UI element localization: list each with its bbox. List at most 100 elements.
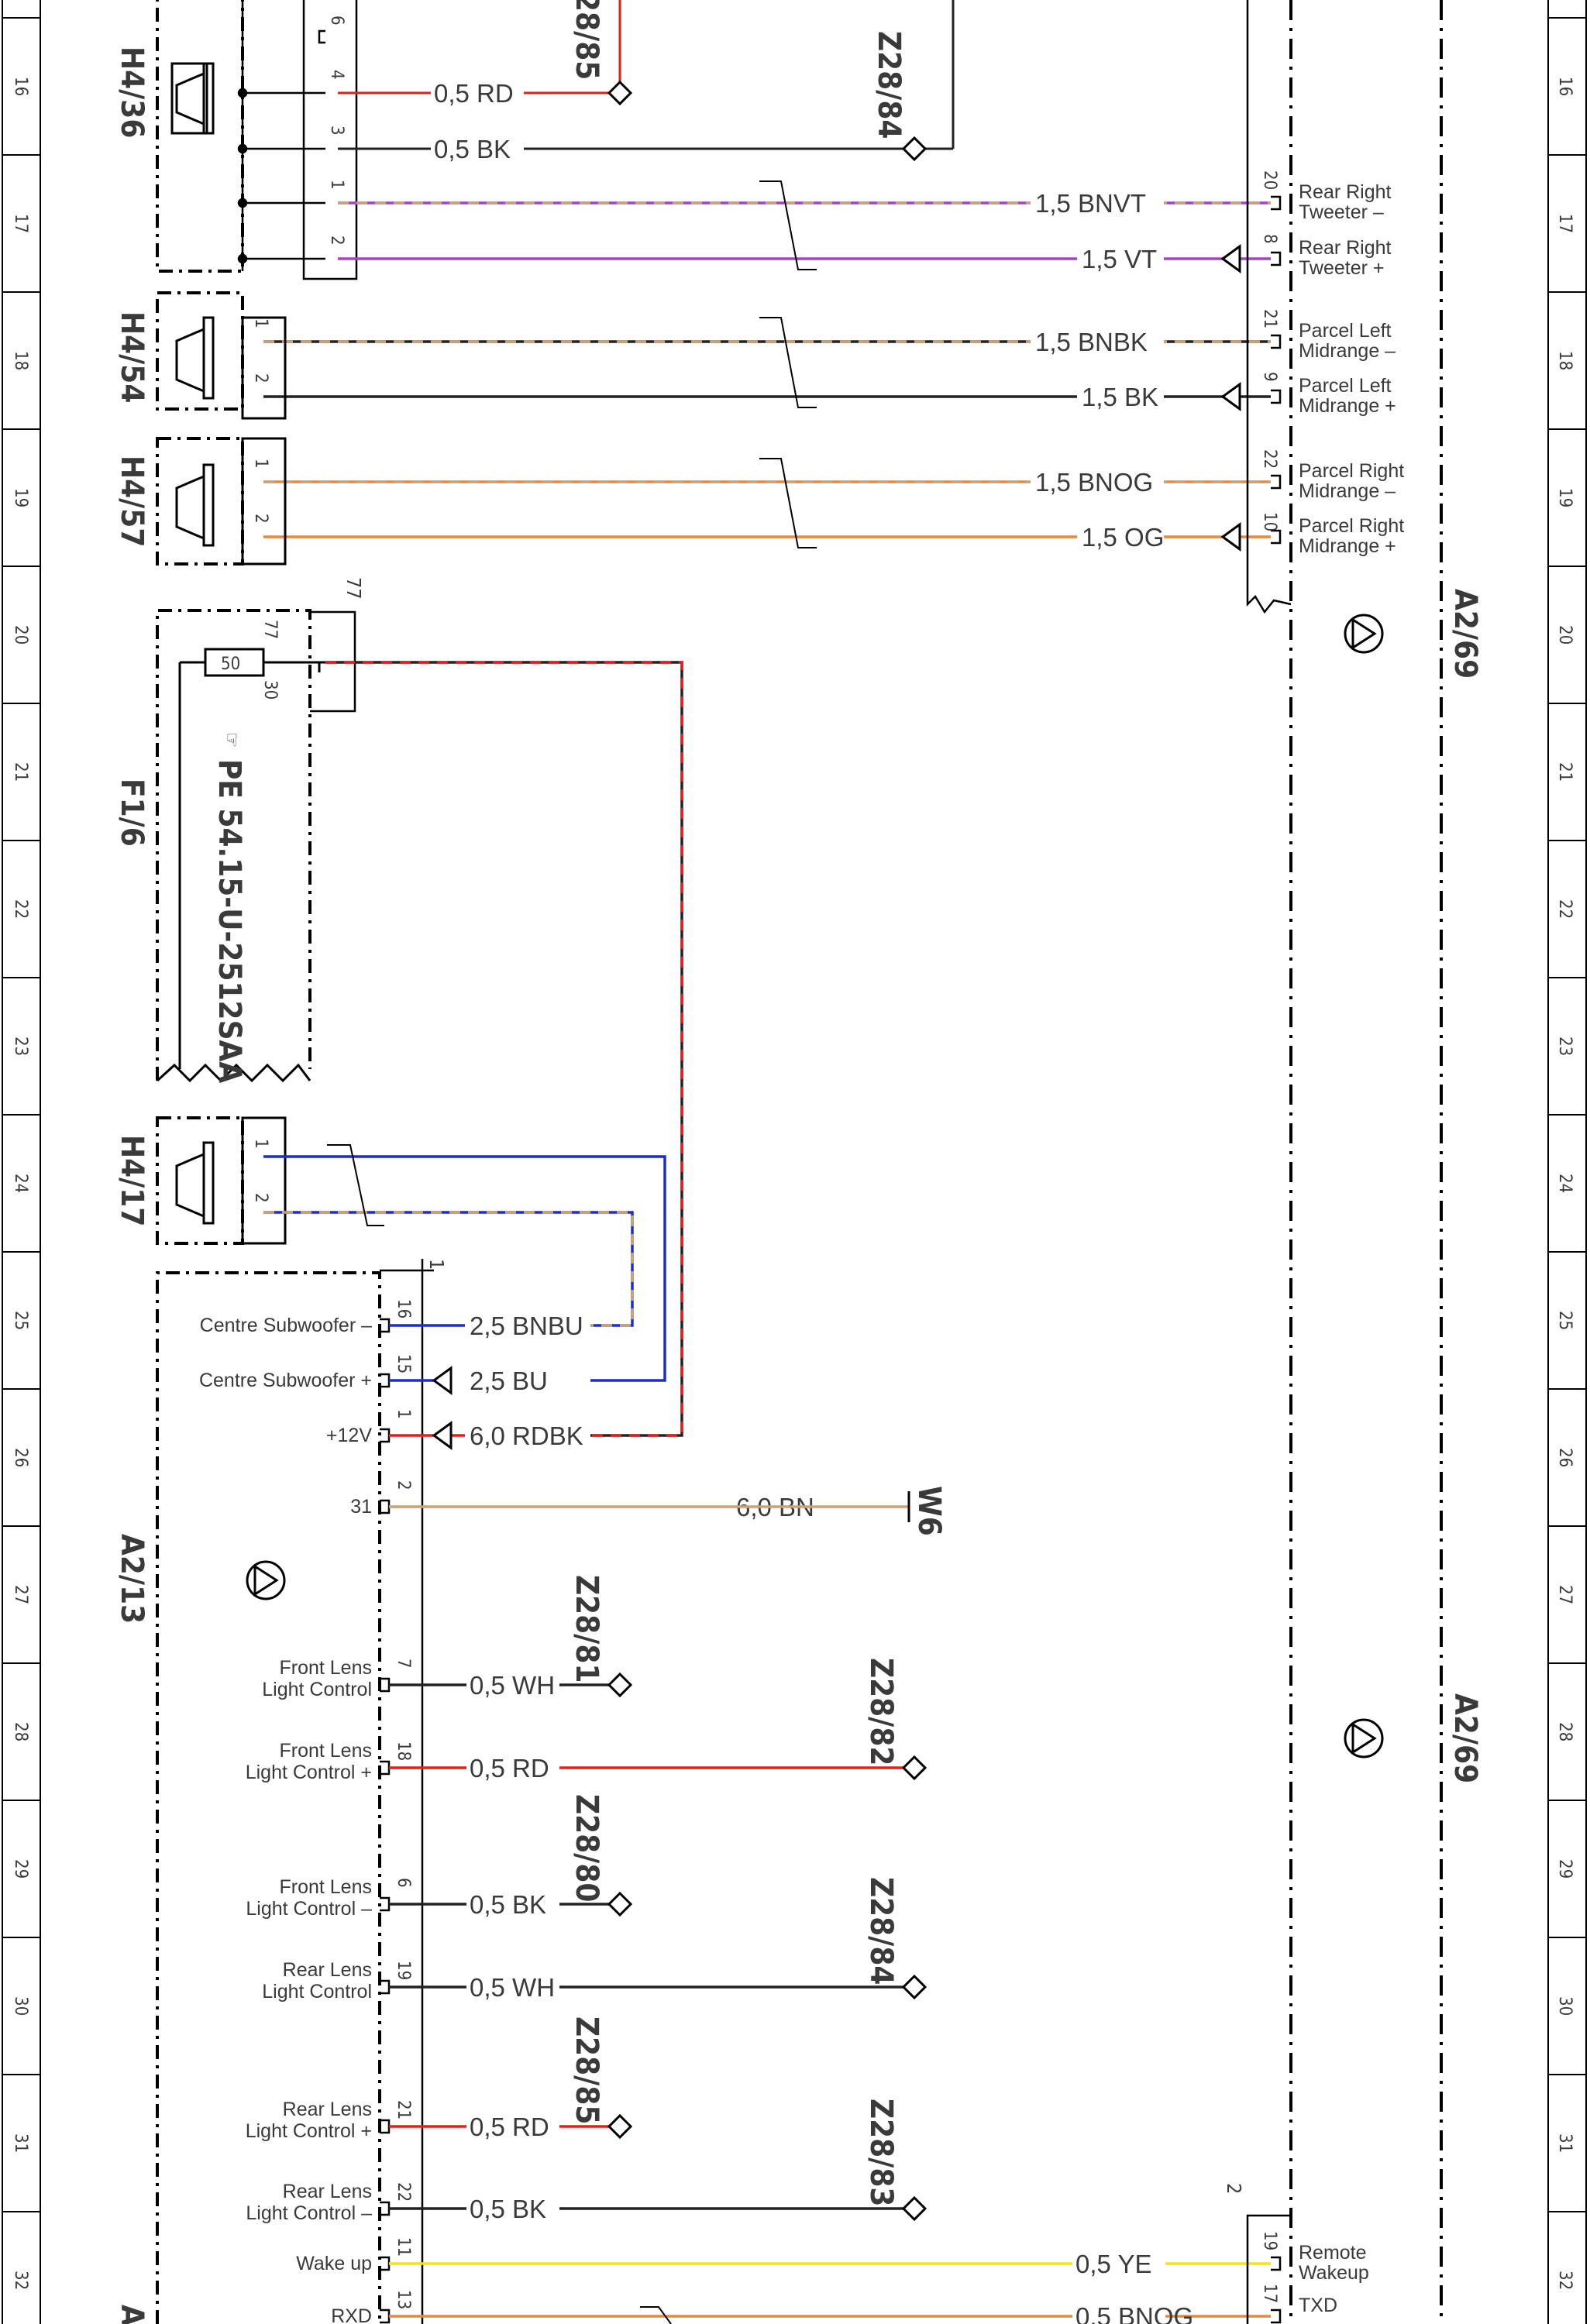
bottom-pin-label: RXD: [331, 2305, 372, 2324]
lens-pin-label-2: Light Control –: [246, 1898, 372, 1920]
amp-pin-stub: [1271, 2256, 1282, 2271]
lens-pin-label-1: Rear Lens: [283, 2181, 372, 2202]
input-arrow-icon: [1220, 244, 1241, 273]
a2-13-pin-number: 1: [394, 1409, 413, 1419]
wire-label-0-5-bk-top: 0,5 BK: [434, 135, 511, 163]
lens-pin-number: 6: [394, 1878, 413, 1888]
wire-2-5-bnbu: [263, 1211, 634, 1327]
grid-label-right: 18: [1555, 351, 1575, 370]
wire-label-bg: [466, 1968, 559, 2001]
amp-pin-stub: [1271, 334, 1282, 349]
bottom-pin-number: 13: [394, 2290, 413, 2309]
grid-label-right: 25: [1555, 1311, 1575, 1330]
grid-label-left: 25: [11, 1311, 30, 1330]
amp-pin-label-1: Parcel Right: [1299, 515, 1404, 537]
h4-36-label: H4/36: [114, 46, 150, 138]
fuse-top-ref: 77: [342, 577, 365, 600]
sub-wire-label: 6,0 RDBK: [470, 1422, 583, 1450]
a2-69-connector-upper: [1246, 0, 1292, 614]
lens-pin-label-1: Rear Lens: [283, 2099, 372, 2120]
wire-label-bg: [1072, 2298, 1165, 2324]
a2-13-pin-label: 31: [350, 1496, 372, 1518]
speaker-wire-label: 1,5 OG: [1082, 523, 1164, 552]
pin-3-number: 3: [327, 125, 346, 136]
a2-69-connector-lower: [1246, 2214, 1291, 2324]
h4-54-speaker-box: H4/54: [114, 291, 244, 411]
amp-pin-number: 21: [1260, 309, 1279, 328]
a2-69-label-lower: A2/69: [1447, 1693, 1483, 1783]
a2-13-pin-number: 16: [394, 1299, 413, 1318]
pin-2-number: 2: [327, 235, 346, 246]
grid-label-left: 20: [11, 625, 30, 645]
sub-pin-2: 2: [251, 1193, 270, 1203]
splice-label: Z28/82: [863, 1658, 899, 1765]
f1-6-fuse-box: [156, 609, 311, 1083]
grid-label-left: 19: [11, 488, 30, 507]
a2-69-module-border: [1289, 0, 1443, 2324]
bottom-wire-label: 0,5 BNOG: [1075, 2302, 1193, 2324]
speaker-wire-label: 1,5 VT: [1082, 245, 1157, 273]
splice-z28-85-top: 28/85: [569, 0, 604, 80]
far-pin-label-1: Remote: [1299, 2242, 1367, 2264]
amp-pin-stub: [1271, 389, 1282, 404]
a2-13-module: [156, 1271, 381, 2324]
grid-ticks: [2, 17, 1586, 2212]
far-pin-label-2: Wakeup: [1299, 2262, 1369, 2284]
far-pin-number: 17: [1260, 2284, 1279, 2303]
wire-label-bg: [1031, 465, 1164, 496]
input-arrow-icon: [432, 1366, 453, 1395]
pin-1-number: 1: [327, 180, 346, 190]
splice-diamond-icon: [901, 1755, 928, 1781]
lens-pin-number: 19: [394, 1961, 413, 1980]
lens-pin-label-2: Light Control –: [246, 2202, 372, 2224]
grid-label-right: 16: [1555, 77, 1575, 96]
amp-pin-label-2: Midrange –: [1299, 340, 1396, 362]
lens-pin-number: 22: [394, 2182, 413, 2202]
lens-pin-number: 18: [394, 1741, 413, 1761]
speaker-h4-57-icon: [175, 437, 287, 566]
twisted-pair-marker: [759, 180, 817, 270]
wire-label-bg: [1077, 380, 1164, 411]
amp-pin-label-2: Midrange –: [1299, 480, 1396, 502]
wire-label-bg: [733, 1488, 857, 1521]
a2-69-label-upper: A2/69: [1447, 589, 1483, 679]
grid-label-right: 28: [1555, 1722, 1575, 1741]
a2-13-pin-label: Centre Subwoofer –: [200, 1315, 372, 1336]
splice-label: Z28/85: [569, 2016, 604, 2124]
grid-label-left: 26: [11, 1448, 30, 1467]
amp-pin-label-2: Tweeter +: [1299, 257, 1384, 279]
grid-label-right: 19: [1555, 488, 1575, 507]
lens-wire-label: 0,5 RD: [470, 2113, 549, 2141]
sub-wire-label: 2,5 BNBU: [470, 1312, 583, 1340]
grid-label-right: 29: [1555, 1859, 1575, 1879]
grid-label-left: 17: [11, 214, 30, 233]
speaker-wire-label: 1,5 BNOG: [1035, 468, 1153, 497]
grid-label-left: 23: [11, 1037, 30, 1056]
grid-label-right: 21: [1555, 762, 1575, 782]
speaker-wire-label: 1,5 BNBK: [1035, 328, 1148, 356]
connector-pin-6: [318, 29, 325, 44]
amp-pin-stub: [1271, 251, 1282, 266]
splice-label: Z28/84: [863, 1877, 899, 1985]
splice-label: Z28/80: [569, 1794, 604, 1902]
wire-6-0-rdbk: [325, 661, 683, 1437]
a2-13-pin-label: +12V: [326, 1425, 372, 1446]
wire-label-0-5-rd-top: 0,5 RD: [434, 79, 514, 108]
fuse-pin-30: 30: [260, 680, 280, 700]
far-pin-number: 19: [1260, 2231, 1279, 2250]
twisted-pair-marker: [640, 2306, 672, 2324]
wire-label-bg: [466, 2108, 559, 2140]
grid-label-left: 21: [11, 762, 30, 782]
amp-pin-stub: [1271, 195, 1282, 211]
grid-label-right: 22: [1555, 899, 1575, 919]
pin-4-number: 4: [327, 70, 346, 80]
wire-label-bg: [1072, 2245, 1165, 2278]
document-code: PE 54.15-U-2512SAA: [212, 759, 247, 1083]
lens-pin-label-1: Rear Lens: [283, 1959, 372, 1981]
a2-13-pin-number: 15: [394, 1354, 413, 1373]
wire-label-bg: [466, 1749, 559, 1782]
